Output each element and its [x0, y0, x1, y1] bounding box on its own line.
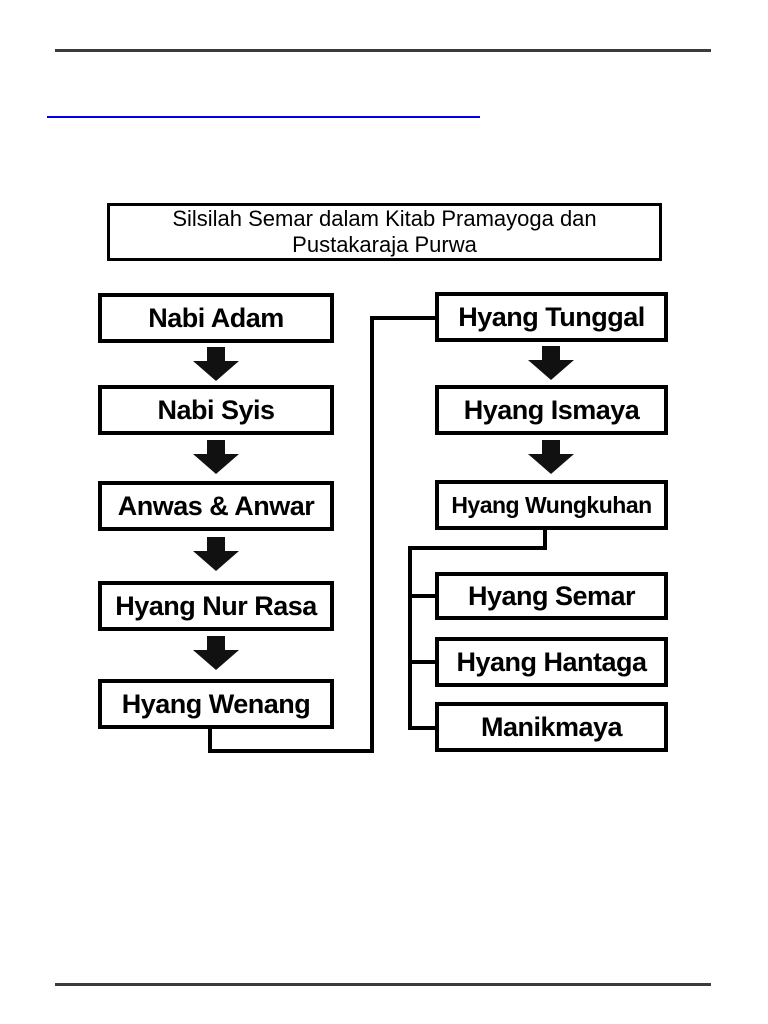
- node-hyang-ismaya: Hyang Ismaya: [435, 385, 668, 435]
- node-label: Hyang Semar: [467, 580, 636, 611]
- connector-tunggal-horizontal: [370, 316, 435, 320]
- arrow-stem: [542, 440, 560, 454]
- arrow-stem: [542, 346, 560, 360]
- arrow-down-icon: [193, 440, 239, 474]
- connector-wenang-down: [208, 729, 212, 753]
- node-hyang-wungkuhan: Hyang Wungkuhan: [435, 480, 668, 530]
- arrow-head: [193, 454, 239, 474]
- node-label: Hyang Hantaga: [456, 646, 647, 677]
- arrow-head: [193, 551, 239, 571]
- arrow-stem: [207, 347, 225, 361]
- arrow-stem: [207, 636, 225, 650]
- node-label: Hyang Tunggal: [458, 301, 645, 332]
- arrow-down-icon: [528, 440, 574, 474]
- node-hyang-semar: Hyang Semar: [435, 572, 668, 620]
- connector-stub-semar: [408, 594, 435, 598]
- connector-riser-vertical: [370, 316, 374, 753]
- diagram-title-line1: Silsilah Semar dalam Kitab Pramayoga dan: [172, 206, 597, 231]
- node-hyang-wenang: Hyang Wenang: [98, 679, 334, 729]
- node-label: Hyang Ismaya: [463, 394, 640, 425]
- node-nabi-syis: Nabi Syis: [98, 385, 334, 435]
- connector-stub-hantaga: [408, 660, 435, 664]
- link-underline-rule: [47, 116, 480, 118]
- diagram-title-line2: Pustakaraja Purwa: [292, 232, 477, 257]
- node-label: Hyang Wenang: [121, 688, 311, 719]
- node-label: Hyang Wungkuhan: [451, 491, 652, 518]
- arrow-down-icon: [193, 636, 239, 670]
- node-anwas-anwar: Anwas & Anwar: [98, 481, 334, 531]
- connector-bracket-vertical: [408, 546, 412, 730]
- connector-wungkuhan-stub: [543, 528, 547, 550]
- node-hyang-hantaga: Hyang Hantaga: [435, 637, 668, 687]
- node-hyang-nur-rasa: Hyang Nur Rasa: [98, 581, 334, 631]
- bottom-horizontal-rule: [55, 983, 711, 986]
- connector-bracket-top: [408, 546, 547, 550]
- node-nabi-adam: Nabi Adam: [98, 293, 334, 343]
- arrow-stem: [207, 440, 225, 454]
- diagram-title-box: Silsilah Semar dalam Kitab Pramayoga dan…: [107, 203, 662, 261]
- arrow-head: [193, 361, 239, 381]
- top-horizontal-rule: [55, 49, 711, 52]
- node-label: Anwas & Anwar: [117, 490, 315, 521]
- node-label: Nabi Adam: [148, 302, 284, 333]
- node-hyang-tunggal: Hyang Tunggal: [435, 292, 668, 342]
- node-label: Manikmaya: [480, 711, 623, 742]
- arrow-head: [528, 454, 574, 474]
- arrow-down-icon: [193, 537, 239, 571]
- connector-stub-manikmaya: [408, 726, 435, 730]
- node-manikmaya: Manikmaya: [435, 702, 668, 752]
- node-label: Nabi Syis: [157, 394, 275, 425]
- connector-wenang-horizontal: [208, 749, 374, 753]
- arrow-head: [193, 650, 239, 670]
- arrow-head: [528, 360, 574, 380]
- arrow-down-icon: [528, 346, 574, 380]
- node-label: Hyang Nur Rasa: [115, 590, 317, 621]
- arrow-down-icon: [193, 347, 239, 381]
- arrow-stem: [207, 537, 225, 551]
